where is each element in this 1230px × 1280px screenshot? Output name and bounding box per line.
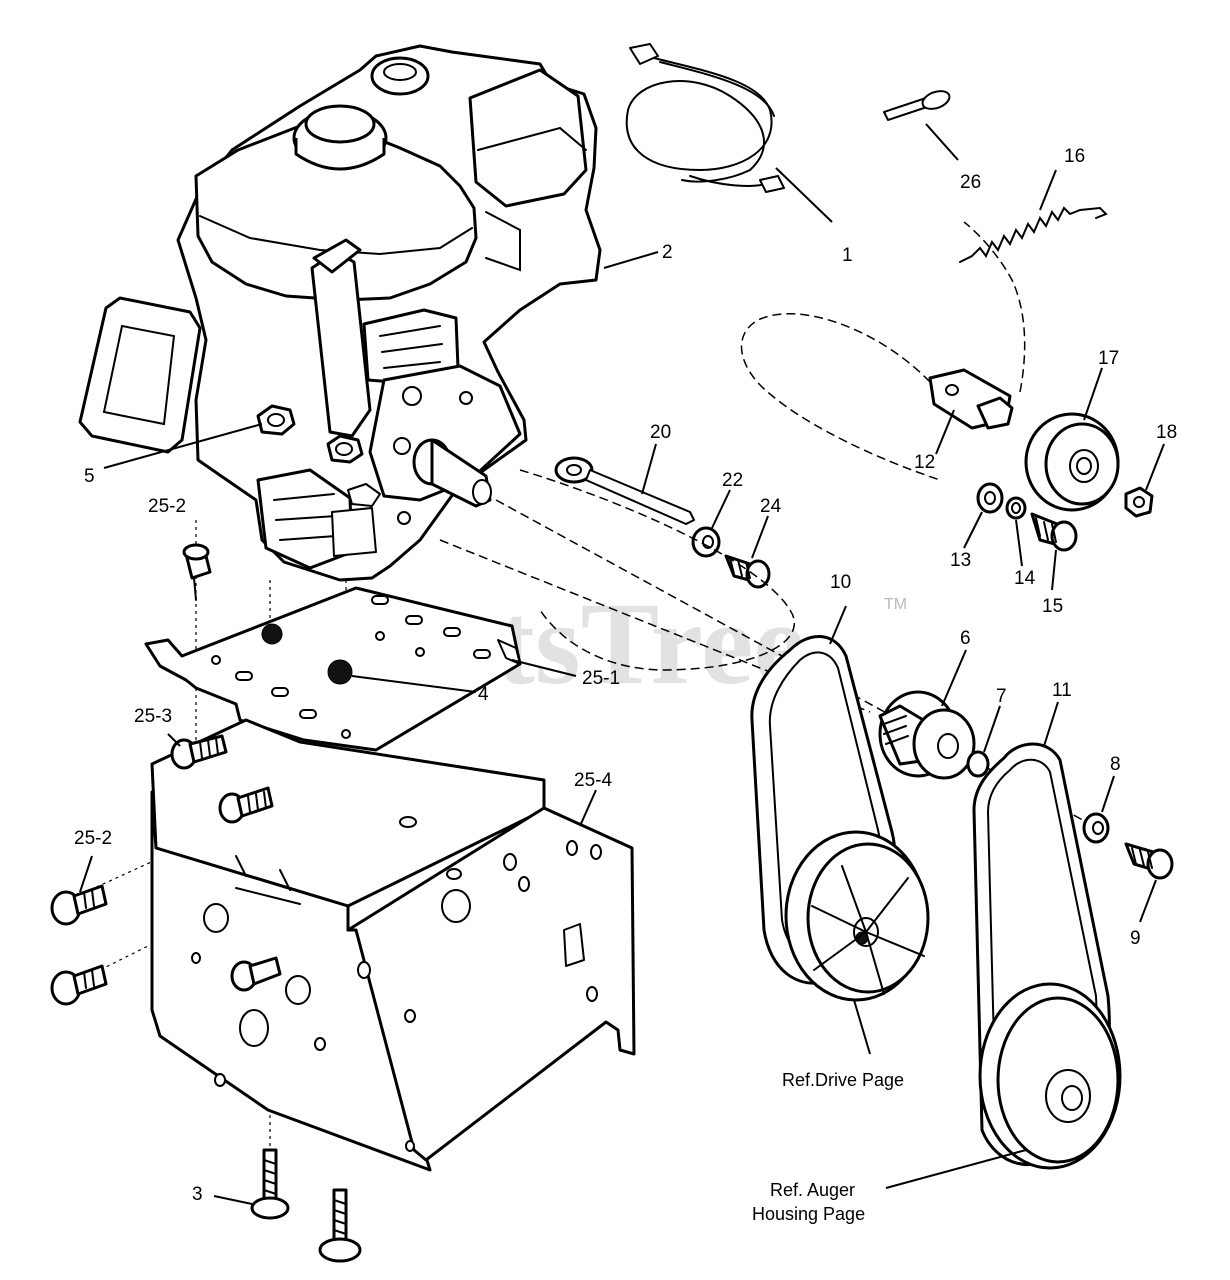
callout-10: 10: [830, 572, 851, 593]
callout-26: 26: [960, 172, 981, 193]
leader-auger-ref: [885, 1149, 1027, 1189]
leader-25-4: [579, 789, 597, 827]
leader-6: [941, 649, 967, 707]
callout-14: 14: [1014, 568, 1036, 589]
flange-bolt-25-2-top: [182, 543, 212, 601]
callout-16: 16: [1064, 146, 1085, 167]
leader-11: [1043, 701, 1059, 747]
callout-1: 1: [842, 245, 853, 266]
watermark-trademark: TM: [884, 596, 907, 613]
hex-bolt-9: [1124, 842, 1174, 880]
callout-2: 2: [662, 242, 673, 263]
leader-17: [1083, 367, 1103, 421]
leader-15: [1051, 549, 1057, 591]
callout-6: 6: [960, 628, 971, 649]
callout-12: 12: [914, 452, 935, 473]
leader-2: [603, 251, 659, 269]
callout-18: 18: [1156, 422, 1177, 443]
ignition-key: [883, 90, 951, 121]
leader-22: [711, 489, 731, 529]
flange-bolt-25-2b: [50, 964, 108, 1006]
leader-18: [1145, 443, 1165, 491]
shoulder-bolt-15: [1030, 512, 1078, 552]
callout-7: 7: [996, 686, 1007, 707]
leader-10: [829, 605, 847, 645]
spacer-7: [966, 750, 990, 778]
flange-bolt-frame-mid: [230, 956, 282, 992]
callout-25-2b: 25-2: [74, 828, 112, 849]
star-washer-4: [327, 659, 353, 685]
leader-13: [963, 511, 983, 549]
callout-11: 11: [1052, 680, 1072, 701]
leader-1: [775, 167, 833, 223]
engine: [78, 44, 602, 582]
callout-25-3: 25-3: [134, 706, 172, 727]
idler-spring: [959, 206, 1108, 263]
leader-24: [751, 515, 769, 559]
hex-nut-5b: [326, 434, 364, 464]
leader-25-3: [167, 733, 181, 747]
flange-bolt-25-3b: [218, 786, 274, 824]
callout-8: 8: [1110, 754, 1121, 775]
callout-4: 4: [478, 684, 489, 705]
ref-drive-page: Ref.Drive Page: [782, 1070, 904, 1090]
leader-12: [935, 409, 955, 455]
lock-washer-14: [1005, 496, 1027, 520]
callout-17: 17: [1098, 348, 1119, 369]
leader-26: [925, 123, 959, 161]
auger-pulley: [978, 982, 1122, 1170]
ref-auger-line1: Ref. Auger: [770, 1180, 855, 1200]
leader-8: [1101, 775, 1115, 813]
engine-mount-plate: [144, 586, 522, 752]
leader-16: [1039, 169, 1057, 211]
callout-15: 15: [1042, 596, 1063, 617]
drive-pulley: [784, 830, 930, 1002]
idler-arm: [554, 456, 695, 525]
callout-5: 5: [84, 466, 95, 487]
callout-24: 24: [760, 496, 782, 517]
callout-25-2a: 25-2: [148, 496, 186, 517]
leader-7: [983, 705, 1001, 753]
leader-3: [213, 1195, 253, 1205]
ref-auger-line2: Housing Page: [752, 1204, 865, 1224]
callout-22: 22: [722, 470, 743, 491]
spring-guide: [963, 221, 1026, 393]
belt-guide-2: [519, 469, 796, 671]
leader-25-1: [511, 659, 577, 677]
leader-25-2: [79, 855, 93, 893]
callout-20: 20: [650, 422, 671, 443]
belt-guide: [740, 313, 941, 481]
wire-harness: [625, 43, 785, 193]
washer-22: [691, 526, 721, 558]
callout-25-4: 25-4: [574, 770, 612, 791]
bolt-guide-252a: [89, 857, 161, 891]
callout-9: 9: [1130, 928, 1141, 949]
hex-nut-18: [1124, 486, 1154, 518]
hex-bolt-24: [724, 554, 771, 589]
leader-5: [103, 423, 263, 469]
flange-bolt-25-3a: [170, 734, 228, 770]
engine-pulley: [878, 690, 976, 780]
callout-25-1: 25-1: [582, 668, 620, 689]
callout-3: 3: [192, 1184, 203, 1205]
star-washer-a: [261, 623, 283, 645]
leader-20: [641, 443, 657, 495]
frame: [150, 718, 636, 1172]
leader-drive-ref: [853, 999, 871, 1055]
idler-pulley: [1024, 412, 1120, 512]
washer-8: [1082, 812, 1110, 844]
hex-nut-5: [256, 404, 296, 436]
washer-13: [976, 482, 1004, 514]
leader-4: [351, 675, 477, 693]
leader-9: [1139, 879, 1157, 923]
flange-bolt-25-2a: [50, 884, 108, 926]
carriage-bolt-3b: [318, 1188, 362, 1263]
leader-14: [1015, 519, 1023, 567]
carriage-bolt-3: [250, 1148, 290, 1220]
callout-13: 13: [950, 550, 971, 571]
idler-bracket: [928, 368, 1014, 430]
